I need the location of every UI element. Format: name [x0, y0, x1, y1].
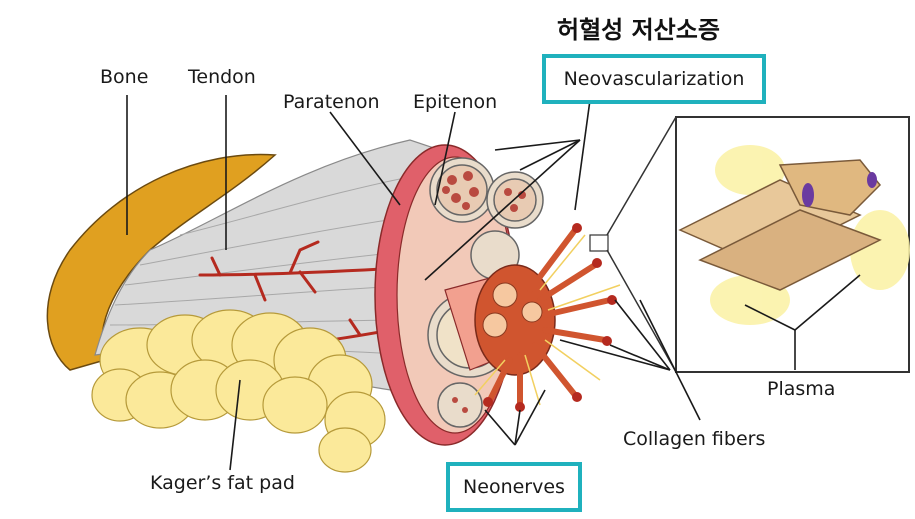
label-kagers-fat-pad: Kager’s fat pad [150, 472, 295, 494]
inset-source-marker [590, 235, 608, 251]
label-neonerves: Neonerves [463, 476, 565, 498]
label-paratenon: Paratenon [283, 91, 380, 113]
diagram-title: 허혈성 저산소증 [557, 10, 720, 45]
neovascularization-box: Neovascularization [542, 54, 766, 104]
inset-connector-bottom [607, 250, 676, 372]
label-bone: Bone [100, 66, 148, 88]
label-epitenon: Epitenon [413, 91, 497, 113]
label-neovascularization: Neovascularization [564, 68, 745, 90]
inset-connector-top [607, 117, 676, 235]
label-tendon: Tendon [188, 66, 256, 88]
label-collagen-fibers: Collagen fibers [623, 428, 765, 450]
label-plasma: Plasma [767, 378, 835, 400]
neonerves-box: Neonerves [446, 462, 582, 512]
